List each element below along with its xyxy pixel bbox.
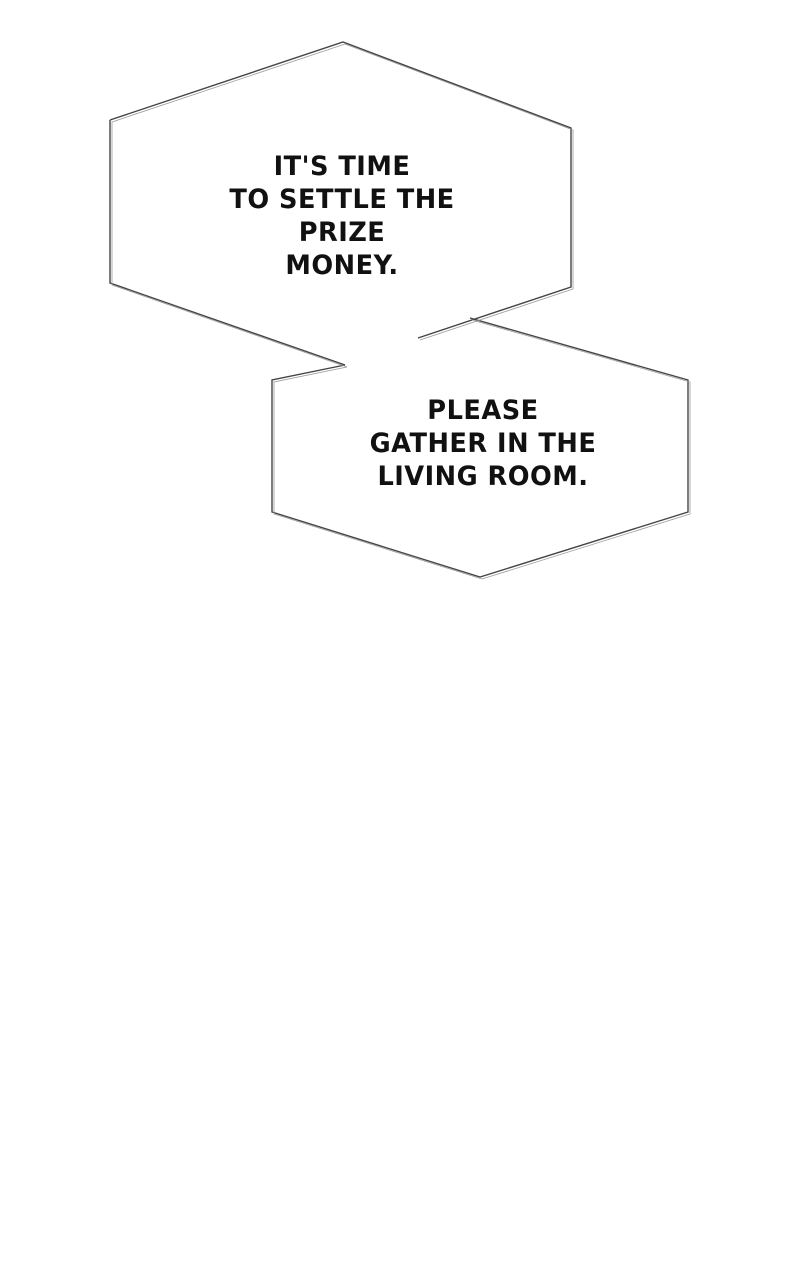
bubble-2-line: GATHER IN THE [369, 428, 597, 459]
speech-bubble-2-text: PLEASE GATHER IN THE LIVING ROOM. [366, 394, 600, 493]
bubble-2-outline [271, 317, 689, 578]
bubble-1-line: MONEY. [285, 250, 399, 281]
bubble-1-outline-left [109, 120, 346, 366]
bubble-2-line: LIVING ROOM. [377, 461, 589, 492]
speech-bubble-1-text: IT'S TIME TO SETTLE THE PRIZE MONEY. [188, 150, 496, 282]
bubble-1-outline [109, 41, 572, 339]
bubble-1-line: TO SETTLE THE PRIZE [229, 184, 455, 248]
bubble-1-line: IT'S TIME [273, 151, 411, 182]
bubble-2-line: PLEASE [427, 395, 539, 426]
